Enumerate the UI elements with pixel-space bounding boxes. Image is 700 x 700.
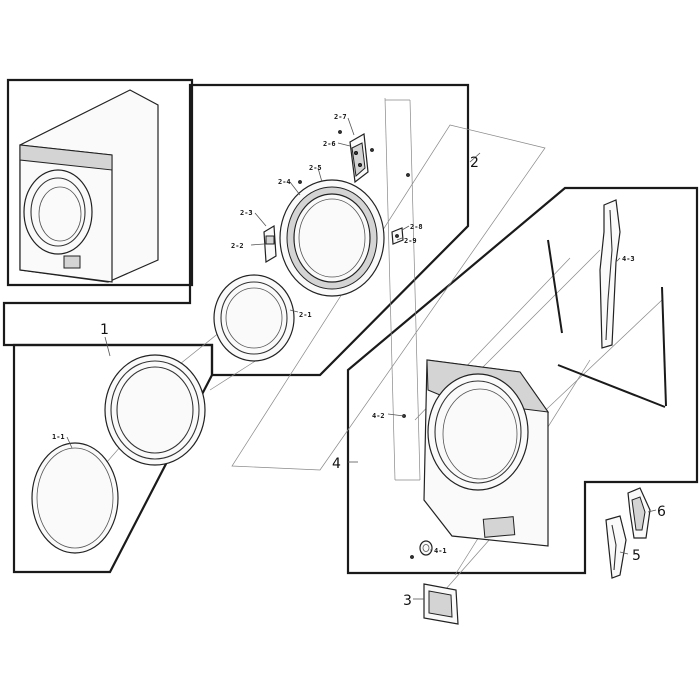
callout-1-1: 1-1 [52, 433, 65, 441]
callout-4: 4 [332, 456, 341, 472]
door-glass-parts [31, 354, 206, 554]
washer-overview-illustration [19, 89, 159, 283]
loose-parts [423, 487, 651, 625]
leader-lines [66, 117, 657, 600]
callout-4-3: 4-3 [622, 255, 635, 263]
callout-2-7: 2-7 [334, 113, 347, 121]
frame-front-panel [346, 186, 699, 575]
callout-4-2: 4-2 [372, 412, 385, 420]
callout-2-8: 2-8 [410, 223, 423, 231]
callout-1: 1 [100, 322, 109, 338]
callout-labels: 1 2 3 4 5 6 1-1 2-1 2-2 2-3 2-4 2-5 2-6 … [52, 113, 666, 609]
callout-4-1: 4-1 [434, 547, 447, 555]
callout-2-2: 2-2 [231, 242, 244, 250]
callout-2: 2 [470, 155, 479, 171]
door-assembly-parts [213, 130, 410, 362]
callout-2-1: 2-1 [299, 311, 312, 319]
callout-2-4: 2-4 [278, 178, 291, 186]
callout-6: 6 [657, 504, 666, 520]
callout-2-3: 2-3 [240, 209, 253, 217]
callout-2-6: 2-6 [323, 140, 336, 148]
callout-3: 3 [403, 593, 412, 609]
callout-5: 5 [632, 548, 641, 564]
callout-2-5: 2-5 [309, 164, 322, 172]
frame-overview [6, 78, 194, 287]
frame-glass-door [12, 343, 214, 574]
front-panel-parts [402, 199, 667, 559]
callout-2-9: 2-9 [404, 237, 417, 245]
